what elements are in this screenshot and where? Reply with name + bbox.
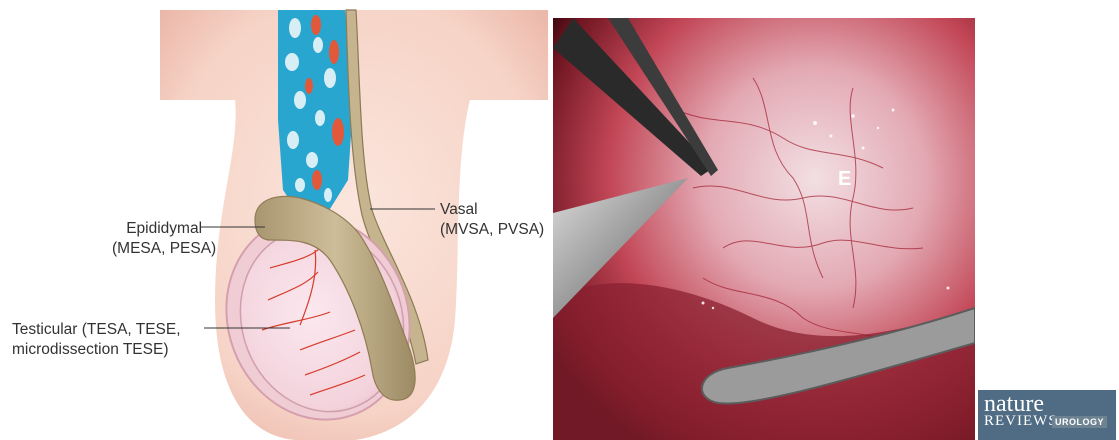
epididymis-marker: E bbox=[838, 168, 851, 191]
vasal-label: Vasal (MVSA, PVSA) bbox=[440, 200, 544, 240]
testicular-label: Testicular (TESA, TESE, microdissection … bbox=[12, 320, 181, 360]
testicular-label-line1: Testicular (TESA, TESE, bbox=[12, 320, 181, 340]
illustration-panel: Epididymal (MESA, PESA) Testicular (TESA… bbox=[0, 0, 555, 440]
surgical-photograph bbox=[553, 18, 975, 440]
epididymal-label: Epididymal (MESA, PESA) bbox=[112, 219, 216, 259]
logo-reviews-text: REVIEWS bbox=[984, 412, 1058, 430]
vasal-label-line2: (MVSA, PVSA) bbox=[440, 220, 544, 240]
epididymal-label-line2: (MESA, PESA) bbox=[112, 239, 216, 259]
vasal-label-line1: Vasal bbox=[440, 200, 544, 220]
testicular-label-line2: microdissection TESE) bbox=[12, 340, 181, 360]
logo-section-badge: UROLOGY bbox=[1052, 416, 1107, 428]
epididymal-label-line1: Epididymal bbox=[112, 219, 216, 239]
journal-logo: nature REVIEWS UROLOGY bbox=[978, 390, 1116, 440]
surgical-photo-panel: E bbox=[553, 18, 975, 440]
